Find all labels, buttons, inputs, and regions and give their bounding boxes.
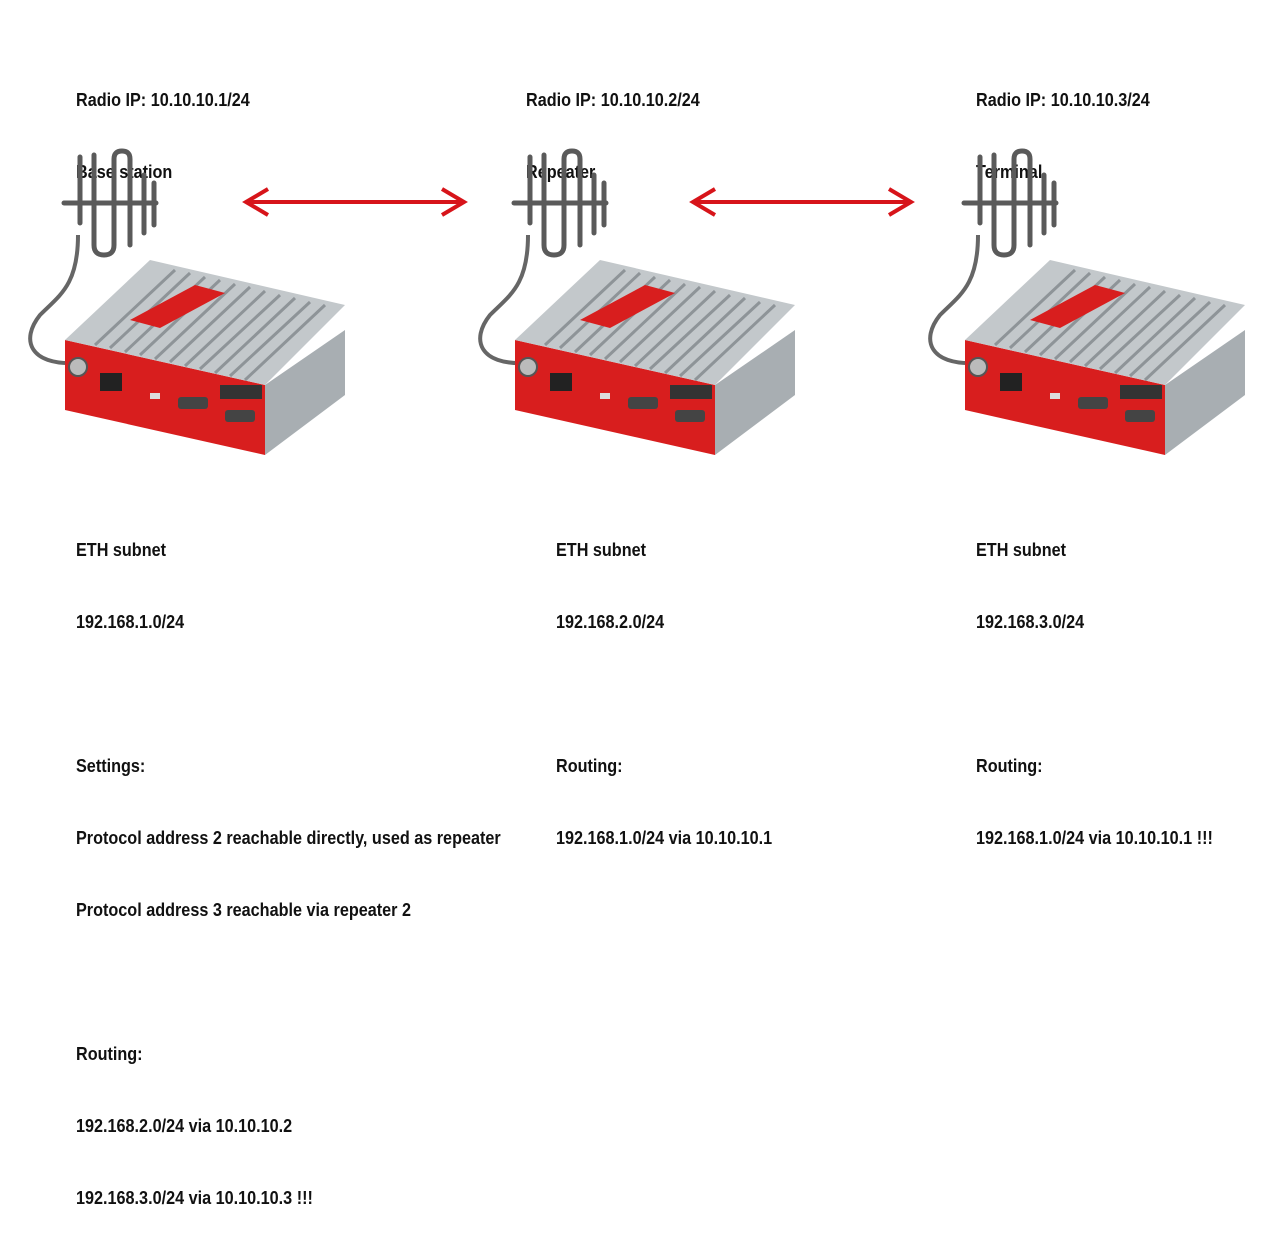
node-2-routing-title: Routing: [556, 756, 623, 776]
node-3-eth-subnet: 192.168.3.0/24 [976, 612, 1085, 632]
node-1-setting: Protocol address 3 reachable via repeate… [76, 900, 411, 920]
bidirectional-arrow-icon [244, 187, 466, 217]
node-3-route: 192.168.1.0/24 via 10.10.10.1 !!! [976, 828, 1213, 848]
bidirectional-arrow-icon [691, 187, 913, 217]
node-3-details: ETH subnet 192.168.3.0/24 Routing: 192.1… [976, 490, 1213, 874]
node-1-route: 192.168.2.0/24 via 10.10.10.2 [76, 1116, 293, 1136]
node-1-settings-title: Settings: [76, 756, 146, 776]
node-1-details: ETH subnet 192.168.1.0/24 Settings: Prot… [76, 490, 501, 1234]
node-2-radio-ip: Radio IP: 10.10.10.2/24 [526, 90, 700, 110]
node-3-radio-modem-icon [920, 145, 1260, 465]
node-2-route: 192.168.1.0/24 via 10.10.10.1 [556, 828, 773, 848]
node-3-radio-ip: Radio IP: 10.10.10.3/24 [976, 90, 1150, 110]
node-2-eth-subnet: 192.168.2.0/24 [556, 612, 665, 632]
node-1-eth-subnet: 192.168.1.0/24 [76, 612, 185, 632]
node-1-radio-ip: Radio IP: 10.10.10.1/24 [76, 90, 250, 110]
node-1-eth-label: ETH subnet [76, 540, 167, 560]
node-2-details: ETH subnet 192.168.2.0/24 Routing: 192.1… [556, 490, 772, 874]
node-3-eth-label: ETH subnet [976, 540, 1067, 560]
node-1-setting: Protocol address 2 reachable directly, u… [76, 828, 501, 848]
node-1-route: 192.168.3.0/24 via 10.10.10.3 !!! [76, 1188, 313, 1208]
node-2-eth-label: ETH subnet [556, 540, 647, 560]
node-1-routing-title: Routing: [76, 1044, 143, 1064]
node-3-routing-title: Routing: [976, 756, 1043, 776]
